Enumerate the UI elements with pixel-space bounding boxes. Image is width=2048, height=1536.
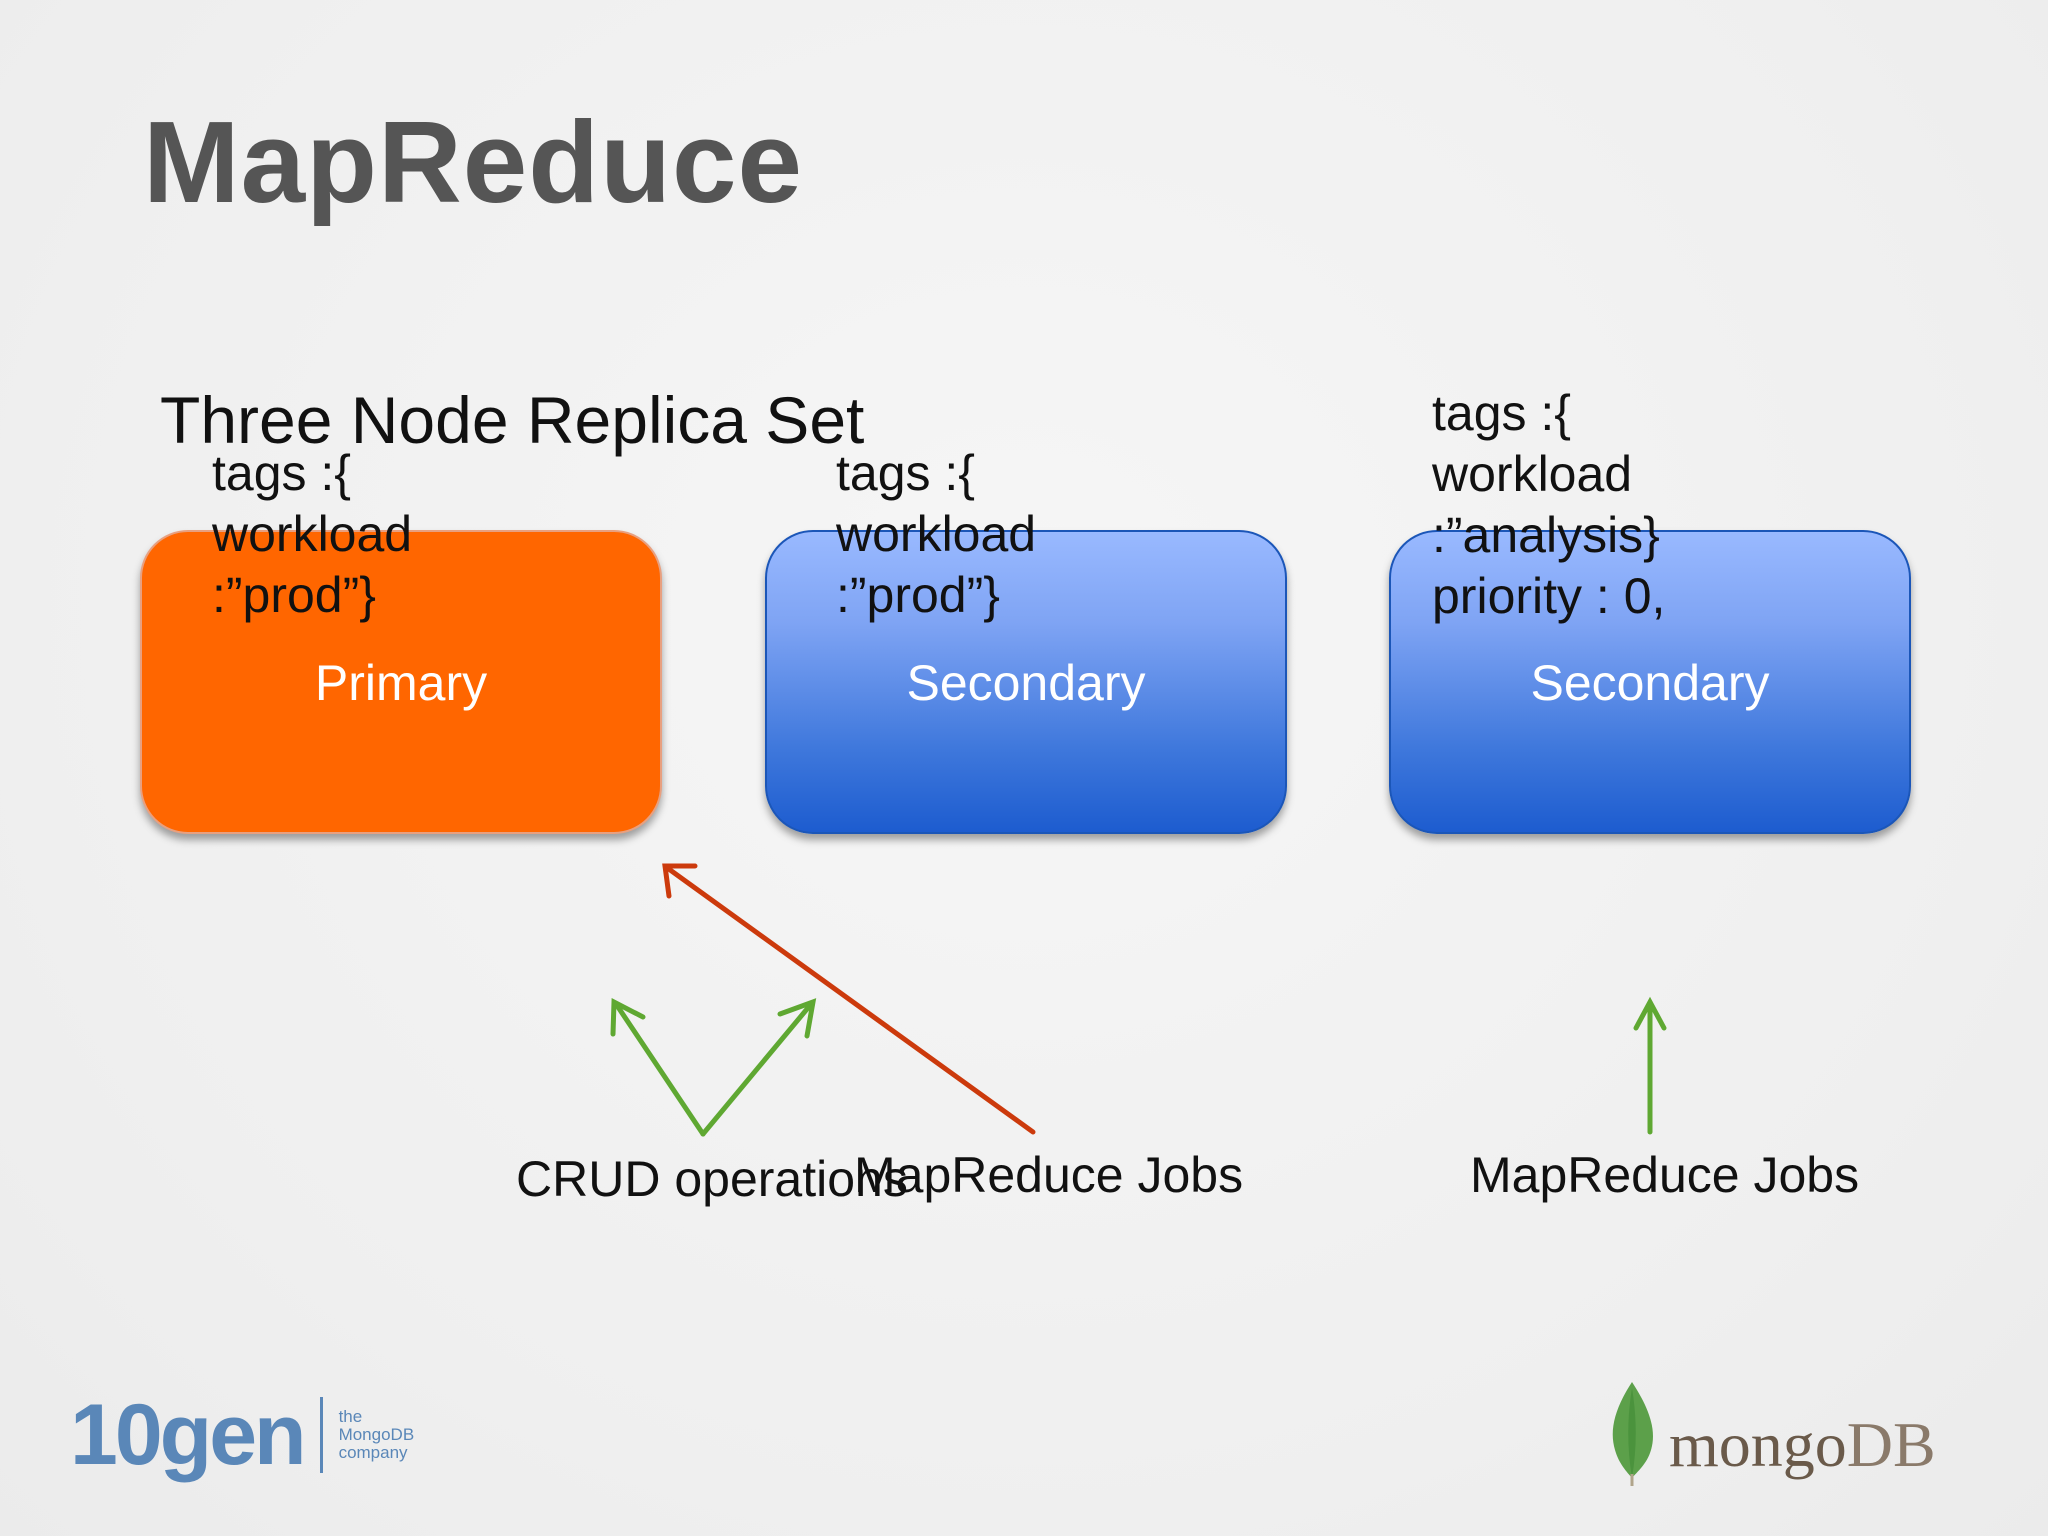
tagline-line: company: [338, 1443, 408, 1462]
slide-subtitle: Three Node Replica Set: [160, 383, 865, 457]
tag-line: workload: [1432, 446, 1633, 502]
crud-arrow-left: [610, 997, 706, 1137]
tagline-line: MongoDB: [338, 1425, 415, 1444]
node-label: Secondary: [1530, 655, 1770, 711]
mongodb-logo: mongoDB: [1605, 1378, 1936, 1488]
secondary-node-2: Secondary: [1389, 530, 1911, 834]
node-label: Primary: [314, 655, 488, 711]
logo-divider: [319, 1397, 323, 1473]
slide-title: MapReduce: [143, 97, 804, 227]
tag-line: priority : 0,: [1432, 568, 1666, 624]
secondary-1-tags: tags :{ workload :”prod”}: [836, 443, 1036, 626]
tag-line: :”prod”}: [836, 567, 1000, 623]
tag-line: tags :{: [212, 445, 351, 501]
10gen-tagline: the MongoDB company: [339, 1408, 415, 1462]
mapreduce-arrow-to-secondary: [1633, 996, 1667, 1135]
tag-line: workload: [836, 506, 1037, 562]
mongodb-wordmark-b: DB: [1846, 1409, 1936, 1480]
secondary-node-1: Secondary: [765, 530, 1287, 834]
10gen-logo: 10gen the MongoDB company: [70, 1385, 414, 1485]
crud-arrow-right: [700, 998, 817, 1137]
tag-line: tags :{: [836, 445, 975, 501]
mongodb-leaf-icon: [1612, 1382, 1653, 1486]
tag-line: tags :{: [1432, 385, 1571, 441]
mapreduce-jobs-caption-2: MapReduce Jobs: [1470, 1147, 1860, 1203]
10gen-wordmark: 10gen: [70, 1387, 307, 1483]
node-label: Secondary: [906, 655, 1146, 711]
tag-line: workload: [212, 506, 413, 562]
primary-tags: tags :{ workload :”prod”}: [212, 443, 412, 626]
tag-line: :”analysis}: [1432, 507, 1660, 563]
secondary-2-tags: tags :{ workload :”analysis} priority : …: [1432, 383, 1665, 627]
mapreduce-arrow-to-primary: [662, 863, 1036, 1135]
tagline-line: the: [338, 1407, 363, 1426]
tag-line: :”prod”}: [212, 567, 376, 623]
mongodb-wordmark-a: mongo: [1669, 1409, 1847, 1480]
mongodb-wordmark: mongoDB: [1669, 1408, 1936, 1482]
mapreduce-jobs-caption-1: MapReduce Jobs: [854, 1147, 1244, 1203]
crud-operations-caption: CRUD operations: [516, 1151, 908, 1207]
primary-node: Primary: [140, 530, 662, 834]
